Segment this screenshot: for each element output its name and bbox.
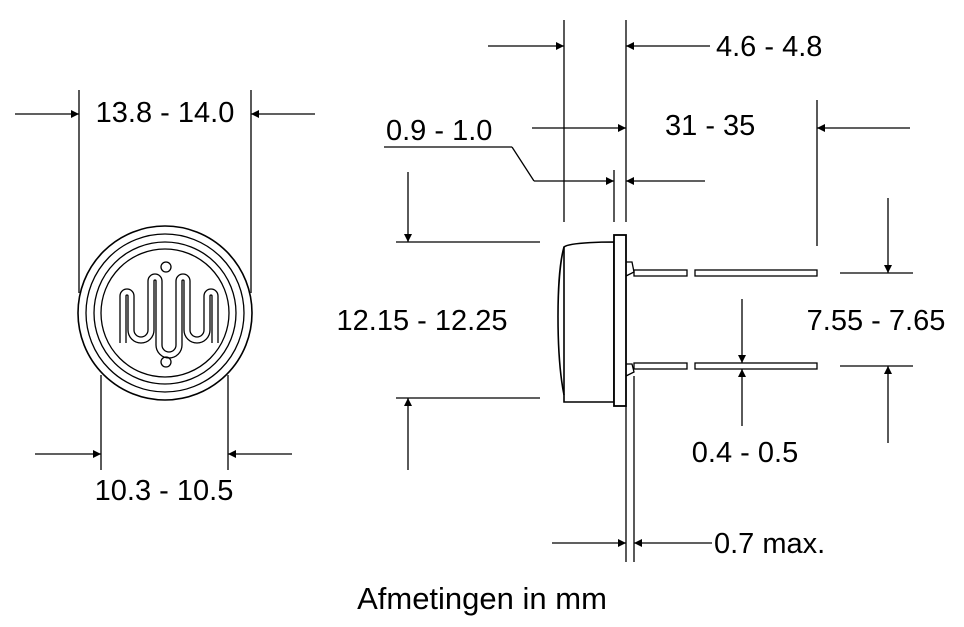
- dim-outer-diameter: 13.8 - 14.0: [15, 90, 315, 293]
- dim-lead-length: 31 - 35: [532, 100, 910, 246]
- lead-bump-top: [625, 261, 635, 277]
- label-lead-diameter: 0.4 - 0.5: [692, 437, 798, 469]
- ring-2: [85, 233, 245, 393]
- label-lead-length: 31 - 35: [665, 110, 755, 142]
- label-outer-diameter: 13.8 - 14.0: [96, 97, 235, 129]
- label-clearance: 0.7 max.: [714, 528, 825, 560]
- caption: Afmetingen in mm: [357, 581, 607, 616]
- dim-thickness: 4.6 - 4.8: [488, 20, 822, 222]
- lens-dome: [557, 246, 565, 396]
- outer-ring: [77, 225, 253, 401]
- lead-bottom-a: [633, 362, 688, 370]
- sensor-body: [563, 241, 615, 403]
- serpentine-track-inner: [125, 279, 213, 359]
- dim-flange: 0.9 - 1.0: [384, 115, 705, 222]
- dim-body-height: 12.15 - 12.25: [337, 172, 540, 470]
- label-thickness: 4.6 - 4.8: [716, 31, 822, 63]
- dim-clearance: 0.7 max.: [552, 376, 825, 562]
- ring-3: [93, 241, 237, 385]
- front-view: [77, 225, 253, 401]
- inner-ring: [100, 248, 230, 378]
- lead-top-a: [633, 269, 688, 277]
- dim-inner-diameter: 10.3 - 10.5: [35, 375, 292, 507]
- lead-top-b: [694, 269, 818, 277]
- label-lead-spacing: 7.55 - 7.65: [807, 305, 946, 337]
- label-body-height: 12.15 - 12.25: [337, 305, 508, 337]
- dim-lead-diameter: 0.4 - 0.5: [692, 299, 798, 469]
- lead-bottom-b: [694, 362, 818, 370]
- label-flange: 0.9 - 1.0: [386, 115, 492, 147]
- side-view: [557, 234, 818, 407]
- flange: [613, 234, 627, 407]
- top-contact: [160, 261, 172, 273]
- label-inner-diameter: 10.3 - 10.5: [95, 475, 234, 507]
- dim-lead-spacing: 7.55 - 7.65: [807, 198, 946, 443]
- bottom-contact: [160, 356, 172, 368]
- serpentine-track: [119, 273, 219, 353]
- lead-bump-bottom: [625, 363, 635, 377]
